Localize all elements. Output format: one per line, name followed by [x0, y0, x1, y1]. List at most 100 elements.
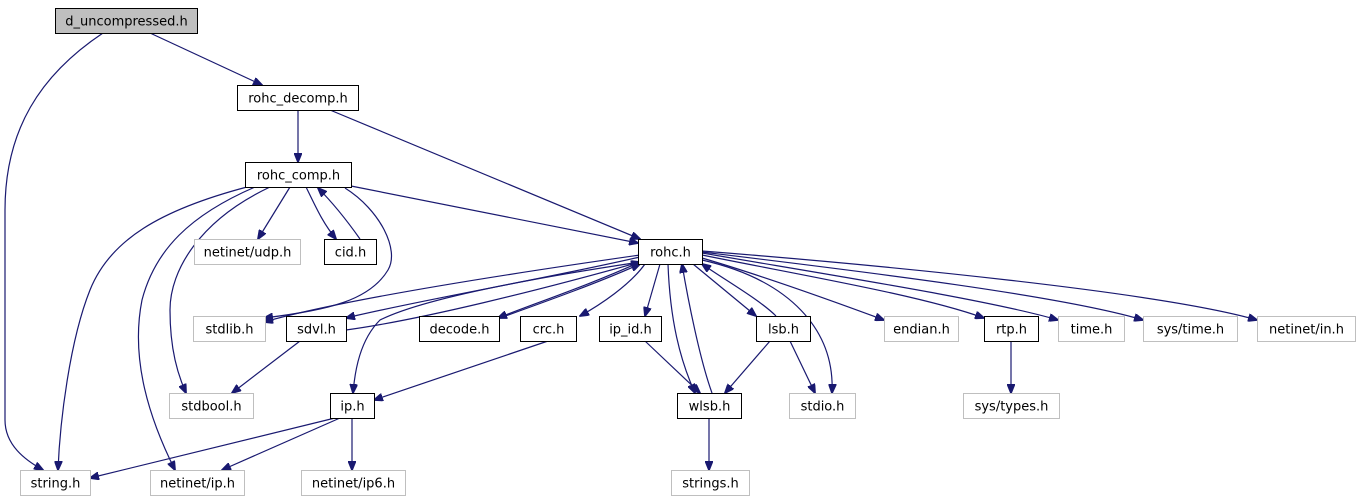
edge-d-uncompressed-to-rohc-decomp: [149, 32, 262, 85]
node-box: [1257, 316, 1356, 342]
edge-d-uncompressed-to-string: [4, 32, 104, 470]
node-box: [1143, 316, 1238, 342]
node-box: [55, 8, 198, 34]
node-d-uncompressed[interactable]: d_uncompressed.h: [55, 8, 198, 34]
node-label: rtp.h: [996, 323, 1027, 338]
node-stdlib: stdlib.h: [193, 316, 266, 342]
edge-rohc-comp-to-stdlib: [264, 187, 393, 318]
node-lsb[interactable]: lsb.h: [756, 316, 811, 342]
node-time: time.h: [1058, 316, 1125, 342]
node-box: [301, 470, 406, 496]
node-box: [193, 316, 266, 342]
node-label: wlsb.h: [689, 400, 731, 415]
node-label: sys/types.h: [975, 400, 1049, 415]
node-box: [286, 316, 347, 342]
node-box: [884, 316, 959, 342]
node-rohc-comp[interactable]: rohc_comp.h: [245, 162, 352, 188]
node-label: netinet/ip.h: [160, 477, 235, 492]
node-box: [324, 239, 377, 265]
node-strings: strings.h: [671, 470, 750, 496]
edge-rohc-to-stdlib: [264, 254, 641, 322]
node-label: sdvl.h: [297, 323, 336, 338]
node-label: string.h: [31, 477, 81, 492]
edge-rohc-to-sys-time: [701, 251, 1143, 320]
edge-rohc-to-time: [701, 252, 1058, 320]
node-cid[interactable]: cid.h: [324, 239, 377, 265]
node-sys-time: sys/time.h: [1143, 316, 1238, 342]
node-ip[interactable]: ip.h: [330, 393, 375, 419]
node-label: rohc_comp.h: [257, 169, 340, 184]
edge-decode-to-rohc: [499, 264, 640, 319]
edge-rohc-comp-to-netinet-udp: [258, 186, 291, 239]
node-label: netinet/udp.h: [204, 246, 292, 261]
edge-ip-to-string: [90, 417, 336, 478]
node-label: netinet/ip6.h: [312, 477, 395, 492]
nodes-layer: d_uncompressed.h rohc_decomp.h rohc_comp.h…: [20, 8, 1356, 496]
node-label: decode.h: [430, 323, 490, 338]
node-netinet-ip: netinet/ip.h: [150, 470, 245, 496]
node-label: rohc.h: [650, 246, 691, 261]
edge-rohc-to-crc: [580, 263, 646, 316]
node-box: [194, 239, 301, 265]
edge-rohc-to-endian: [701, 257, 884, 320]
node-netinet-udp: netinet/udp.h: [194, 239, 301, 265]
node-netinet-ip6: netinet/ip6.h: [301, 470, 406, 496]
edge-rohc-to-wlsb: [667, 263, 695, 393]
node-label: ip.h: [340, 400, 364, 415]
node-box: [638, 239, 703, 265]
edge-rohc-comp-to-string: [58, 186, 248, 470]
node-label: time.h: [1071, 323, 1113, 338]
node-label: crc.h: [533, 323, 565, 338]
node-string: string.h: [20, 470, 91, 496]
edge-rohc-to-netinet-in: [701, 250, 1257, 320]
node-box: [963, 393, 1060, 419]
node-box: [419, 316, 500, 342]
node-ip-id[interactable]: ip_id.h: [599, 316, 662, 342]
node-box: [169, 393, 254, 419]
edge-cid-to-rohc-comp: [318, 188, 361, 240]
node-box: [330, 393, 375, 419]
node-label: stdlib.h: [206, 323, 254, 338]
node-label: endian.h: [893, 323, 950, 338]
node-box: [671, 470, 750, 496]
node-label: rohc_decomp.h: [248, 92, 348, 107]
node-wlsb[interactable]: wlsb.h: [677, 393, 742, 419]
node-rohc-decomp[interactable]: rohc_decomp.h: [237, 85, 359, 111]
node-box: [789, 393, 856, 419]
node-box: [520, 316, 577, 342]
node-label: stdbool.h: [181, 400, 241, 415]
edge-rohc-to-stdio: [701, 259, 832, 393]
node-endian: endian.h: [884, 316, 959, 342]
edge-rohc-to-lsb: [692, 263, 756, 316]
node-rtp[interactable]: rtp.h: [984, 316, 1039, 342]
node-box: [237, 85, 359, 111]
edge-rohc-comp-to-rohc: [350, 185, 638, 243]
edge-rohc-decomp-to-rohc: [329, 109, 640, 239]
edge-ip-to-netinet-ip: [222, 417, 341, 470]
edge-rohc-comp-to-cid: [305, 186, 336, 239]
edge-rohc-comp-to-stdbool: [169, 186, 271, 393]
edge-ip-id-to-wlsb: [644, 340, 700, 393]
node-box: [984, 316, 1039, 342]
node-box: [599, 316, 662, 342]
node-box: [150, 470, 245, 496]
node-label: strings.h: [682, 477, 738, 492]
node-rohc[interactable]: rohc.h: [638, 239, 703, 265]
edge-rohc-to-decode: [498, 261, 641, 318]
edge-rohc-to-rtp: [701, 254, 984, 318]
node-box: [677, 393, 742, 419]
node-label: d_uncompressed.h: [65, 15, 187, 30]
edge-lsb-to-wlsb: [725, 340, 771, 393]
edge-crc-to-ip: [374, 340, 549, 400]
node-box: [756, 316, 811, 342]
edge-lsb-to-rohc: [702, 264, 777, 317]
node-label: netinet/in.h: [1269, 323, 1344, 338]
node-label: lsb.h: [768, 323, 799, 338]
node-sdvl[interactable]: sdvl.h: [286, 316, 347, 342]
node-decode[interactable]: decode.h: [419, 316, 500, 342]
node-crc[interactable]: crc.h: [520, 316, 577, 342]
node-sys-types: sys/types.h: [963, 393, 1060, 419]
node-label: sys/time.h: [1157, 323, 1224, 338]
node-netinet-in: netinet/in.h: [1257, 316, 1356, 342]
node-box: [20, 470, 91, 496]
